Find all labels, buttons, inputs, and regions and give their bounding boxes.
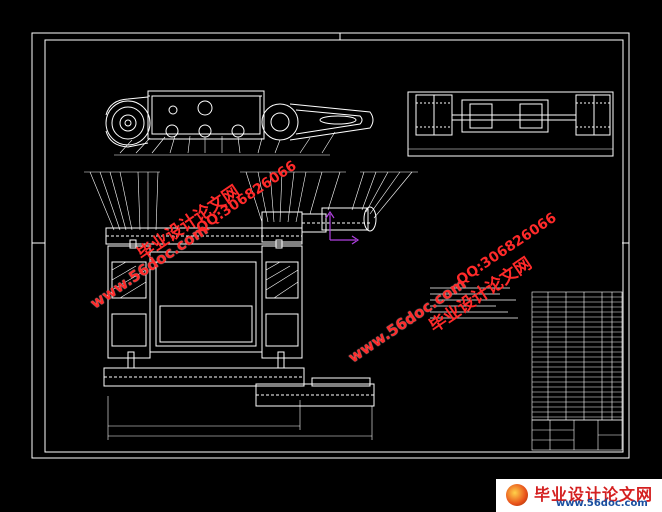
ucs-axis-marker (325, 210, 360, 245)
outer-frame (31, 32, 630, 459)
plan-view (103, 206, 377, 440)
parts-list-table (531, 291, 623, 421)
logo-url: www.56doc.com (556, 498, 648, 509)
notes-block (430, 287, 518, 319)
site-logo: 毕业设计论文网 www.56doc.com (496, 479, 662, 512)
logo-title: 毕业设计论文网 (534, 485, 654, 504)
plan-view-leaders (84, 171, 418, 231)
title-block (531, 419, 623, 451)
end-view (407, 91, 614, 157)
inner-frame (44, 39, 624, 453)
logo-mark-icon (506, 484, 528, 506)
side-view-track (105, 90, 374, 148)
parts-list-rows (532, 296, 622, 418)
side-view-leaders (114, 131, 336, 156)
